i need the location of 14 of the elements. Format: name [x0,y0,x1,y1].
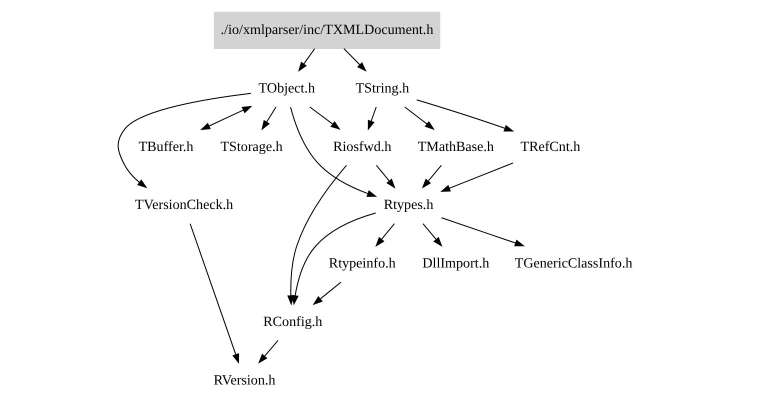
node-text: TBuffer.h [138,138,194,155]
node-text: RVersion.h [214,372,276,388]
node-text: Rtypeinfo.h [328,256,396,272]
node-text: DllImport.h [422,256,490,272]
node-text: TObject.h [258,80,315,96]
node-text: Rtypes.h [384,197,434,214]
node-text: TStorage.h [220,138,283,155]
node-text: TGenericClassInfo.h [514,256,632,272]
node-text: Riosfwd.h [333,138,392,155]
node-text: TString.h [356,80,410,96]
node-text: RConfig.h [263,314,322,330]
node-text: TRefCnt.h [520,138,580,155]
node-text: TVersionCheck.h [135,197,234,214]
node-text: TMathBase.h [418,138,494,155]
